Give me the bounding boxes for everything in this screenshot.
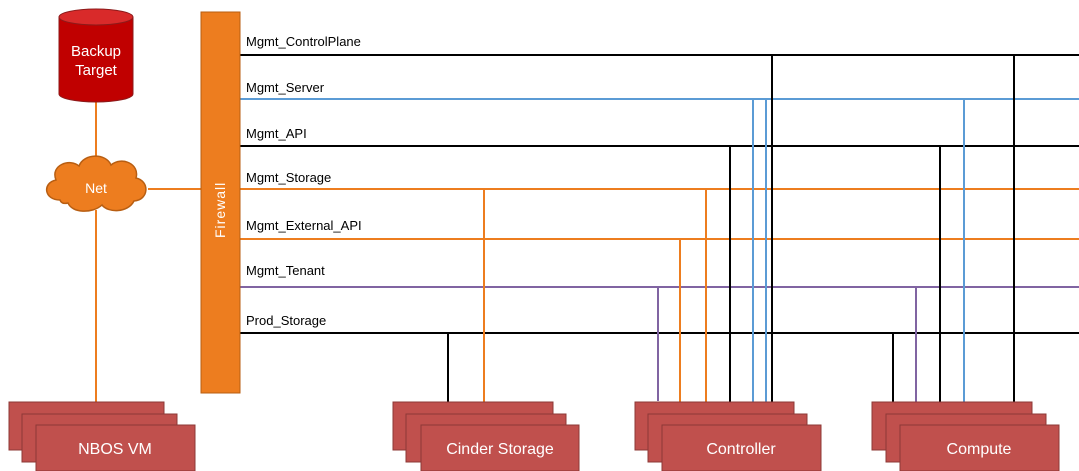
nbos-vm-stack: NBOS VM [8,401,196,471]
label-mgmt-controlplane: Mgmt_ControlPlane [246,34,361,49]
controller-label: Controller [706,441,776,458]
label-mgmt-tenant: Mgmt_Tenant [246,263,325,278]
net-label: Net [85,180,107,196]
cinder-storage-label: Cinder Storage [446,441,554,458]
nbos-vm-label: NBOS VM [78,441,152,458]
backup-label-line1: Backup [71,43,121,60]
controller-stack: Controller [634,401,822,471]
label-mgmt-api: Mgmt_API [246,126,307,141]
label-prod-storage: Prod_Storage [246,313,326,328]
label-mgmt-storage: Mgmt_Storage [246,170,331,185]
net-cloud-icon: Net [46,155,147,212]
label-mgmt-server: Mgmt_Server [246,80,325,95]
label-mgmt-external-api: Mgmt_External_API [246,218,362,233]
firewall-label: Firewall [212,182,228,238]
compute-stack: Compute [871,401,1060,471]
cinder-storage-stack: Cinder Storage [392,401,580,471]
compute-label: Compute [947,441,1012,458]
backup-label-line2: Target [75,62,118,79]
backup-target-db-icon: Backup Target [58,8,134,103]
firewall: Firewall [200,11,241,394]
